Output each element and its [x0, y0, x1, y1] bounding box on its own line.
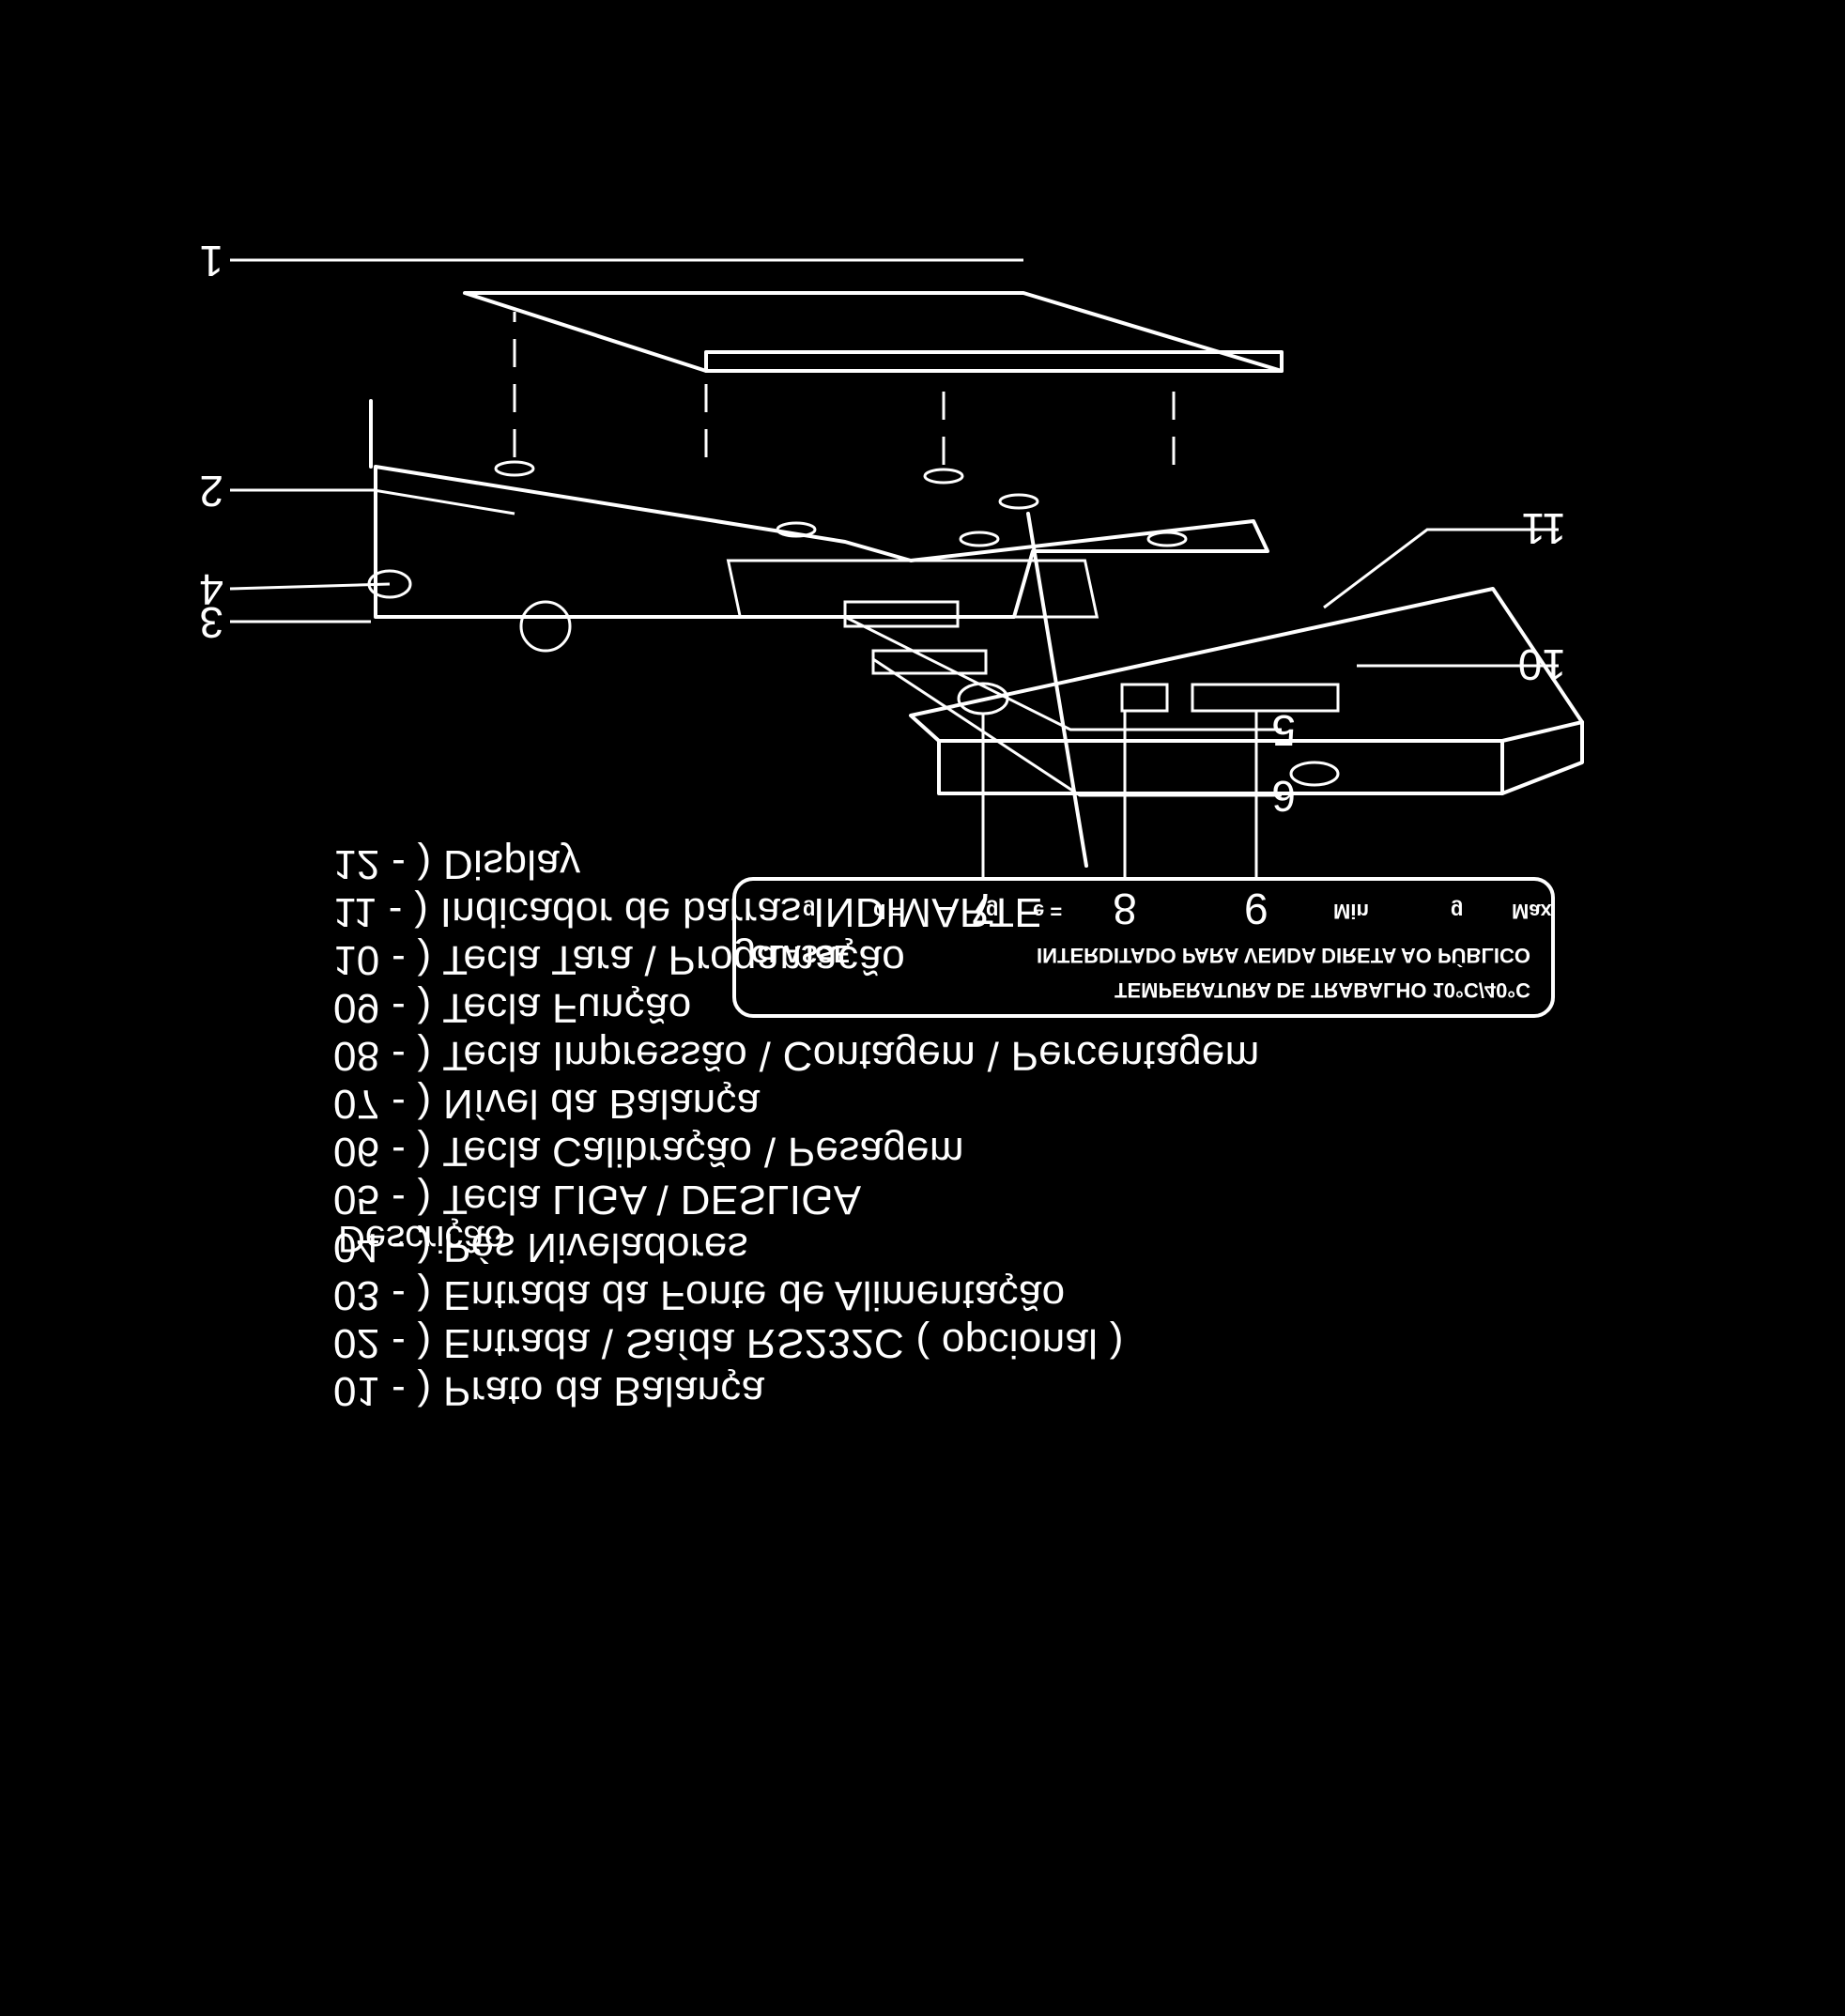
plate-e-value: g	[986, 900, 998, 923]
callout-7: 7	[971, 885, 995, 933]
spec-plate: TEMPERATURA DE TRABALHO 10°C/40°C INTERD…	[732, 877, 1555, 1018]
plate-d-value: g	[803, 900, 815, 923]
pan-edge	[704, 350, 1284, 373]
plate-class-label: CLASSE	[751, 940, 850, 968]
scale-base	[367, 399, 1269, 653]
base-outline	[374, 465, 1269, 619]
plate-max-label: Max	[1512, 900, 1553, 923]
callout-2: 2	[199, 467, 223, 516]
weighing-pan	[463, 291, 1284, 465]
foot-hole-2	[959, 531, 1000, 547]
plate-line-2: INTERDITADO PARA VENDA DIRETA AO PÚBLICO	[1037, 944, 1530, 967]
pan-top	[463, 291, 1284, 373]
callout-5: 5	[1271, 706, 1296, 755]
foot-hole-6	[494, 460, 535, 477]
callout-4: 4	[199, 565, 223, 614]
calibration-key	[871, 649, 988, 675]
callout-8: 8	[1113, 885, 1137, 933]
connector-port	[519, 600, 572, 653]
body-top-face	[937, 739, 1504, 795]
scale-body	[726, 559, 1584, 795]
top-hole	[1289, 761, 1340, 787]
leader-2	[230, 488, 515, 516]
plate-e-label: e =	[1033, 900, 1062, 923]
callout-1: 1	[199, 237, 223, 285]
leader-4	[229, 582, 391, 591]
leader-11	[1323, 528, 1559, 609]
foot-hole-5	[923, 468, 964, 485]
foot-hole-1	[1146, 531, 1188, 547]
callout-6: 6	[1271, 772, 1296, 821]
print-key	[1120, 683, 1169, 713]
leader-5	[844, 615, 1282, 731]
plate-d-label: d =	[873, 900, 903, 923]
callout-10: 10	[1518, 640, 1566, 689]
power-key	[843, 600, 960, 628]
body-front-slope	[909, 587, 1584, 743]
foot-hole-3	[998, 493, 1039, 510]
leader-6	[872, 657, 1282, 797]
callout-9: 9	[1244, 885, 1268, 933]
plate-leader-line	[1026, 512, 1088, 868]
plate-max-value: g	[1451, 900, 1463, 923]
callout-11: 11	[1521, 504, 1566, 553]
foot-hole-4	[776, 521, 817, 538]
callouts: 1 2 3 4 5 6 7 8 9 10 11	[199, 237, 1566, 933]
plate-line-1: TEMPERATURA DE TRABALHO 10°C/40°C	[1115, 978, 1530, 1002]
function-key	[1191, 683, 1340, 713]
plate-min-label: Min	[1333, 900, 1369, 923]
body-side-face	[1500, 720, 1584, 795]
callout-3: 3	[199, 598, 223, 647]
